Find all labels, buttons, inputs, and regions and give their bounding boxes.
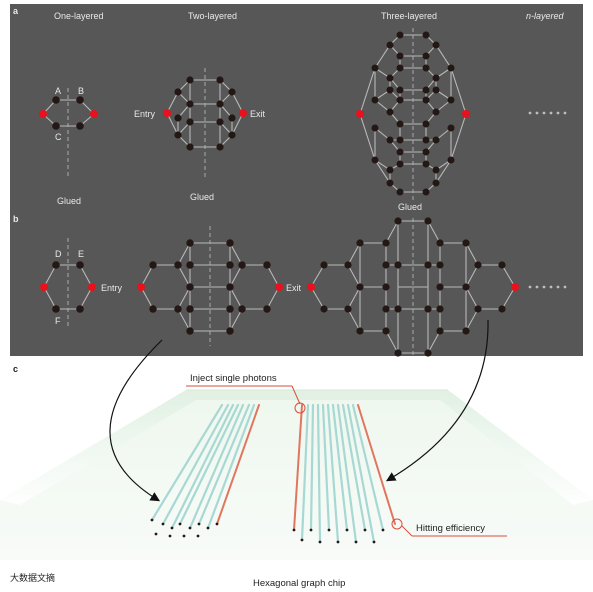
exit-node [275, 283, 283, 291]
two-layered-hex-graph [137, 226, 283, 346]
exit-node [462, 110, 470, 118]
chip-caption: Hexagonal graph chip [253, 578, 345, 589]
entry-node [40, 283, 48, 291]
exit-node [90, 110, 98, 118]
title-one-layered: One-layered [54, 11, 104, 21]
entry-label-a: Entry [134, 109, 156, 119]
panel-c-letter: c [13, 364, 18, 374]
node-label-a: A [55, 86, 61, 96]
node-label-f: F [55, 316, 61, 326]
entry-node [39, 110, 47, 118]
node-label-d: D [55, 249, 62, 259]
three-layered-hex-graph [307, 217, 519, 357]
entry-label-b: Entry [101, 283, 123, 293]
ellipsis-dots-a [528, 111, 567, 115]
ellipsis-dots-b [528, 285, 567, 289]
one-layered-hex-graph [40, 238, 96, 328]
title-three-layered: Three-layered [381, 11, 437, 21]
entry-node [137, 283, 145, 291]
arrow-to-left-array [109, 339, 163, 502]
node-label-e: E [78, 249, 84, 259]
title-n-layered: n-layered [526, 11, 565, 21]
exit-node [511, 283, 519, 291]
node-label-c: C [55, 132, 62, 142]
waveguide-array-right [292, 403, 396, 544]
glued-label-2: Glued [190, 192, 214, 202]
title-two-layered: Two-layered [188, 11, 237, 21]
inject-callout [186, 385, 306, 414]
exit-node [88, 283, 96, 291]
hitting-label: Hitting efficiency [416, 523, 485, 534]
entry-node [356, 110, 364, 118]
exit-label-a: Exit [250, 109, 266, 119]
exit-node [239, 109, 247, 117]
exit-label-b: Exit [286, 283, 302, 293]
glued-label-1: Glued [57, 196, 81, 206]
watermark: 大数据文摘 [10, 572, 55, 583]
entry-node [163, 109, 171, 117]
node-label-b: B [78, 86, 84, 96]
three-layered-graph [356, 28, 470, 200]
hitting-callout [391, 518, 507, 537]
two-layered-graph [163, 68, 247, 180]
inject-label: Inject single photons [190, 373, 277, 384]
panel-a-letter: a [13, 6, 19, 16]
panel-a-background [10, 4, 583, 202]
panel-b-letter: b [13, 214, 19, 224]
arrow-to-right-array [385, 319, 489, 482]
glued-label-3: Glued [398, 202, 422, 212]
one-layered-graph [39, 88, 98, 178]
panel-b-background [10, 202, 583, 356]
entry-node [307, 283, 315, 291]
waveguide-array-left [150, 403, 260, 538]
photonic-chip [0, 389, 593, 560]
